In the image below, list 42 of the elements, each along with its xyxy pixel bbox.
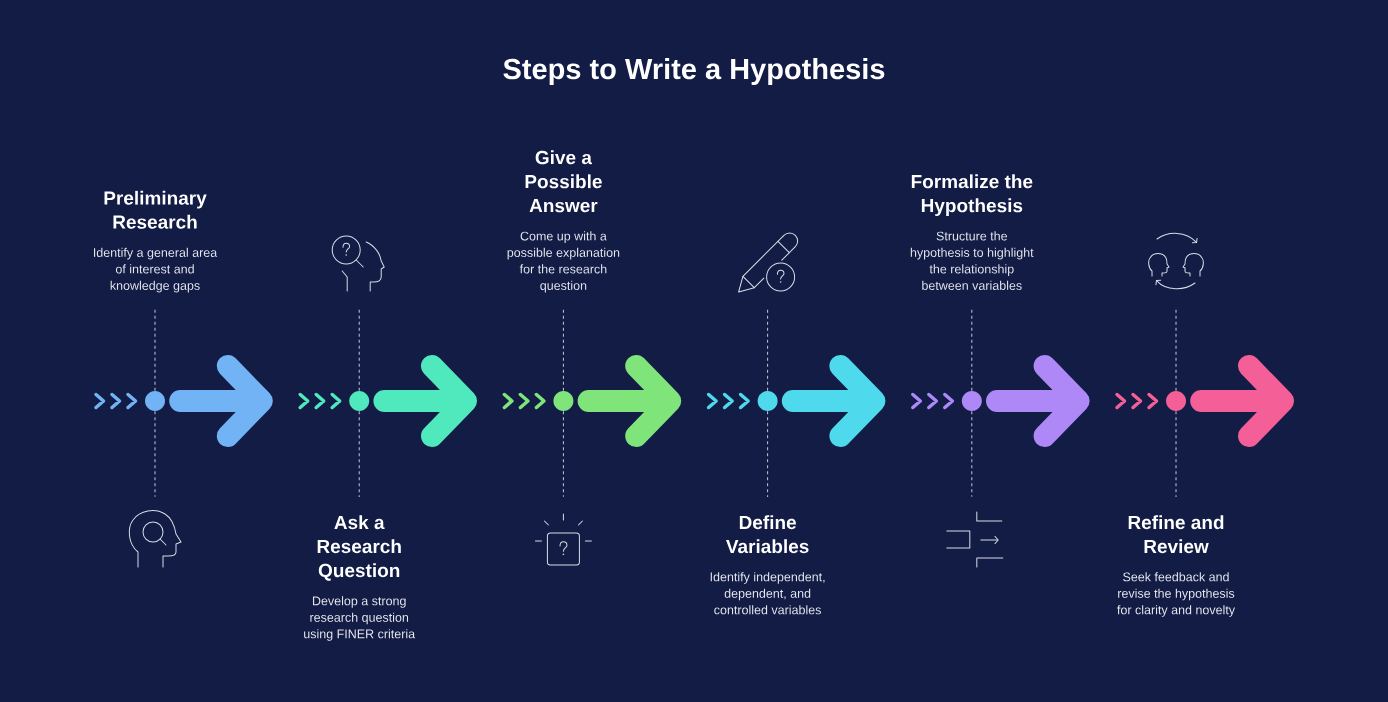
dotted-line	[971, 307, 973, 392]
chevron-icon	[1115, 392, 1159, 410]
dot	[145, 391, 165, 411]
question-box-icon	[534, 513, 592, 566]
dotted-line	[767, 307, 769, 392]
step-heading: Give a Possible Answer	[525, 150, 602, 213]
dotted-line	[767, 410, 769, 498]
chevron-icon	[94, 392, 138, 410]
two-heads-cycle-icon	[1148, 232, 1204, 290]
dotted-line	[562, 307, 564, 392]
step-description: Seek feedback and revise the hypothesis for clarity and novelty	[1117, 572, 1235, 617]
head-question-icon	[331, 235, 385, 292]
step-description: Identify independent, dependent, and controlled variables	[710, 572, 825, 615]
dotted-line	[1175, 410, 1177, 498]
chevron-icon	[706, 392, 750, 410]
pencil-question-icon	[738, 232, 799, 293]
chevron-icon	[298, 392, 342, 410]
step-heading: Preliminary Research	[104, 190, 207, 229]
step-description: Come up with a possible explanation for the research question	[507, 231, 620, 293]
step-heading: Refine and Review	[1128, 515, 1224, 554]
dotted-line	[358, 307, 360, 392]
dot	[1166, 391, 1186, 411]
dotted-line	[154, 307, 156, 392]
dot	[961, 391, 982, 411]
step-description: Structure the hypothesis to highlight the relationship between variables	[910, 231, 1034, 290]
title: Steps to Write a Hypothesis	[503, 58, 885, 86]
dotted-line	[971, 410, 973, 498]
step-heading: Ask a Research Question	[317, 515, 401, 581]
step-description: Develop a strong research question using FINER criteria	[304, 596, 416, 641]
dotted-line	[154, 410, 156, 498]
dot	[553, 391, 574, 411]
dot	[349, 391, 370, 411]
dotted-line	[1175, 307, 1177, 392]
dotted-line	[358, 410, 360, 498]
head-magnifier-icon	[128, 510, 182, 568]
step-heading: Define Variables	[726, 515, 809, 554]
chevron-icon	[911, 392, 955, 410]
step-description: Identify a general area of interest and knowledge gaps	[93, 247, 218, 293]
chevron-icon	[502, 392, 546, 410]
dot	[757, 391, 778, 411]
step-heading: Formalize the Hypothesis	[911, 174, 1033, 217]
dotted-line	[562, 410, 564, 498]
